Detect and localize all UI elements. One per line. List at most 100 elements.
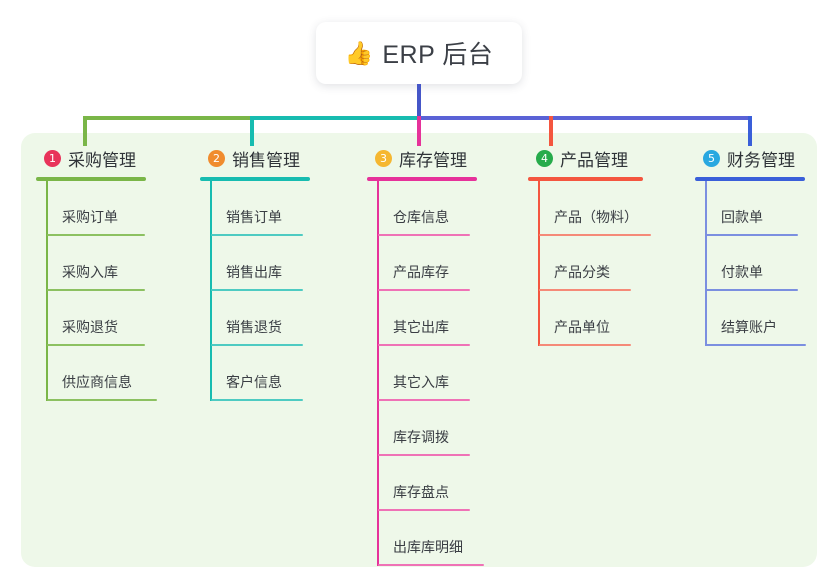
item-label: 库存盘点 (393, 484, 449, 500)
list-item[interactable]: 供应商信息 (36, 346, 157, 401)
branch-header-1[interactable]: 1 采购管理 (36, 146, 148, 170)
item-label: 销售订单 (226, 209, 282, 225)
item-rule (378, 509, 470, 511)
branch-title-5: 财务管理 (727, 150, 795, 170)
item-label: 仓库信息 (393, 209, 449, 225)
branch-title-3: 库存管理 (399, 150, 467, 170)
list-item[interactable]: 销售出库 (200, 236, 312, 291)
branches-panel (21, 133, 817, 567)
item-label: 产品库存 (393, 264, 449, 280)
branch-badge-3: 3 (375, 149, 392, 167)
branch-rule-5 (695, 177, 805, 181)
item-label: 采购入库 (62, 264, 118, 280)
item-label: 产品（物料） (554, 209, 638, 225)
item-rule (539, 344, 631, 346)
branch-badge-5: 5 (703, 149, 720, 167)
list-item[interactable]: 产品库存 (367, 236, 483, 291)
list-item[interactable]: 库存调拨 (367, 401, 483, 456)
item-label: 回款单 (721, 209, 763, 225)
item-rule (47, 344, 145, 346)
branch-title-2: 销售管理 (232, 150, 300, 170)
item-label: 销售退货 (226, 319, 282, 335)
item-rule (211, 289, 303, 291)
item-label: 其它出库 (393, 319, 449, 335)
item-label: 采购退货 (62, 319, 118, 335)
branch-header-2[interactable]: 2 销售管理 (200, 146, 312, 170)
branch-spine-1 (46, 181, 48, 401)
item-label: 销售出库 (226, 264, 282, 280)
list-item[interactable]: 销售订单 (200, 181, 312, 236)
item-label: 出库库明细 (393, 539, 463, 555)
branch-header-4[interactable]: 4 产品管理 (528, 146, 652, 170)
branch-column-4: 4 产品管理 产品（物料） 产品分类 产品单位 (528, 146, 652, 346)
list-item[interactable]: 回款单 (695, 181, 809, 236)
branch-column-3: 3 库存管理 仓库信息 产品库存 其它出库 其它入库 (367, 146, 484, 566)
list-item[interactable]: 付款单 (695, 236, 809, 291)
thumbs-up-icon: 👍 (344, 39, 374, 66)
branch-rule-1 (36, 177, 146, 181)
branch-rule-2 (200, 177, 310, 181)
list-item[interactable]: 客户信息 (200, 346, 312, 401)
item-rule (47, 289, 145, 291)
item-rule (211, 234, 303, 236)
branch-header-5[interactable]: 5 财务管理 (695, 146, 809, 170)
item-rule (378, 289, 470, 291)
item-label: 产品单位 (554, 319, 610, 335)
item-rule (706, 234, 798, 236)
branch-badge-1: 1 (44, 149, 61, 167)
list-item[interactable]: 采购入库 (36, 236, 148, 291)
item-rule (378, 234, 470, 236)
item-label: 其它入库 (393, 374, 449, 390)
item-label: 付款单 (721, 264, 763, 280)
list-item[interactable]: 结算账户 (695, 291, 809, 346)
root-label: ERP 后台 (382, 41, 494, 69)
list-item[interactable]: 仓库信息 (367, 181, 483, 236)
branch-rule-3 (367, 177, 477, 181)
item-label: 库存调拨 (393, 429, 449, 445)
item-rule (378, 399, 470, 401)
branch-rule-4 (528, 177, 643, 181)
branch-column-1: 1 采购管理 采购订单 采购入库 采购退货 供应商信 (36, 146, 157, 401)
item-label: 客户信息 (226, 374, 282, 390)
branch-items-5: 回款单 付款单 结算账户 (695, 181, 809, 346)
item-label: 供应商信息 (62, 374, 132, 390)
list-item[interactable]: 出库库明细 (367, 511, 484, 566)
branch-title-1: 采购管理 (68, 150, 136, 170)
branch-items-3: 仓库信息 产品库存 其它出库 其它入库 库存调拨 (367, 181, 484, 566)
list-item[interactable]: 产品（物料） (528, 181, 652, 236)
item-rule (539, 234, 651, 236)
list-item[interactable]: 其它出库 (367, 291, 483, 346)
list-item[interactable]: 库存盘点 (367, 456, 483, 511)
item-rule (378, 564, 484, 566)
item-rule (539, 289, 631, 291)
branch-header-3[interactable]: 3 库存管理 (367, 146, 483, 170)
list-item[interactable]: 采购订单 (36, 181, 148, 236)
branch-spine-5 (705, 181, 707, 346)
list-item[interactable]: 产品单位 (528, 291, 652, 346)
root-node[interactable]: 👍 ERP 后台 (316, 22, 522, 84)
branch-badge-4: 4 (536, 149, 553, 167)
item-rule (211, 344, 303, 346)
branch-items-4: 产品（物料） 产品分类 产品单位 (528, 181, 652, 346)
list-item[interactable]: 产品分类 (528, 236, 652, 291)
list-item[interactable]: 销售退货 (200, 291, 312, 346)
list-item[interactable]: 采购退货 (36, 291, 148, 346)
branch-items-1: 采购订单 采购入库 采购退货 供应商信息 (36, 181, 157, 401)
item-rule (706, 344, 806, 346)
item-rule (706, 289, 798, 291)
branch-column-2: 2 销售管理 销售订单 销售出库 销售退货 客户信息 (200, 146, 312, 401)
branch-spine-3 (377, 181, 379, 566)
branch-items-2: 销售订单 销售出库 销售退货 客户信息 (200, 181, 312, 401)
item-rule (47, 399, 157, 401)
list-item[interactable]: 其它入库 (367, 346, 483, 401)
branch-spine-2 (210, 181, 212, 401)
item-rule (378, 454, 470, 456)
item-label: 结算账户 (721, 319, 777, 335)
branch-spine-4 (538, 181, 540, 346)
branch-column-5: 5 财务管理 回款单 付款单 结算账户 (695, 146, 809, 346)
item-rule (378, 344, 470, 346)
branch-title-4: 产品管理 (560, 150, 628, 170)
item-label: 采购订单 (62, 209, 118, 225)
